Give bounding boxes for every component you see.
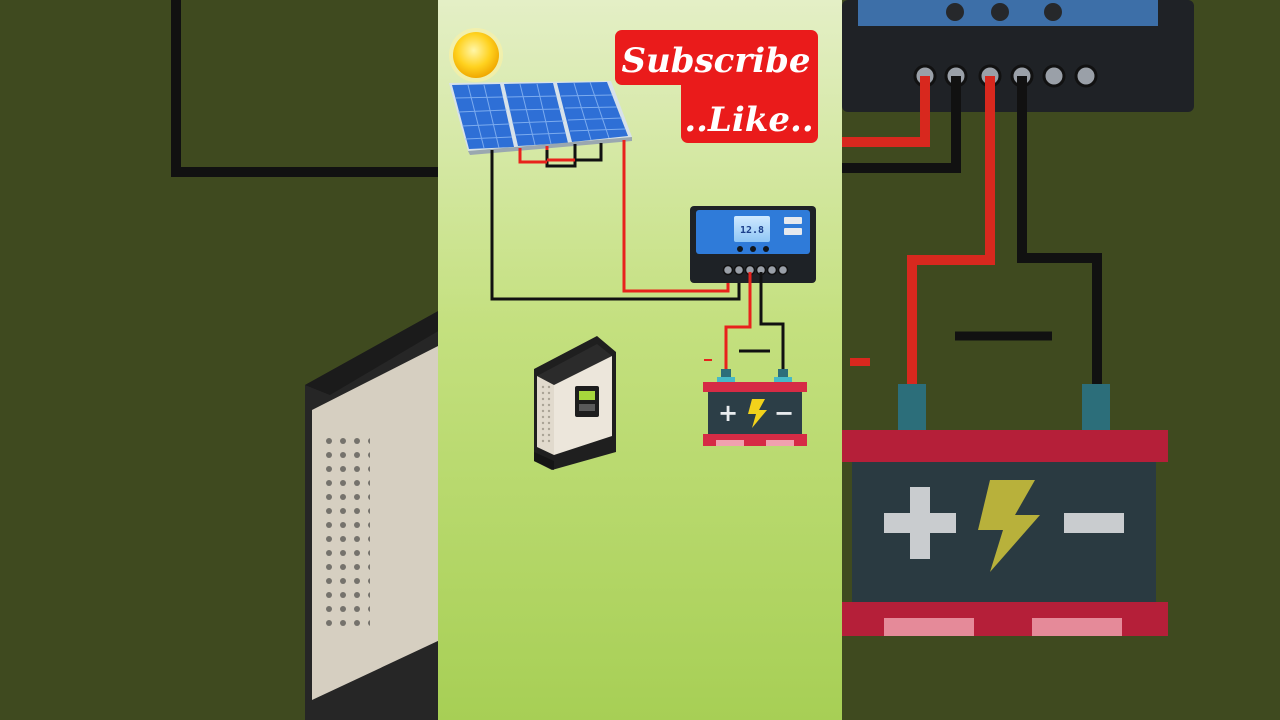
background-battery-terminal-negative xyxy=(1082,384,1110,430)
lightning-bolt-icon xyxy=(748,399,767,428)
solar-cell-array-1 xyxy=(452,84,514,149)
controller-lcd-value: 12.8 xyxy=(740,225,764,236)
shorts-frame: 12.8 xyxy=(438,0,842,720)
charge-controller-icon: 12.8 xyxy=(690,206,816,283)
wire-battery-positive xyxy=(724,272,752,370)
background-zoom-right xyxy=(842,0,1280,720)
panel-series-wiring xyxy=(518,143,603,168)
subscribe-text: Subscribe xyxy=(621,41,810,81)
background-battery-terminal-positive xyxy=(898,384,926,430)
background-wire-negative xyxy=(171,0,440,177)
solar-cell-array-2 xyxy=(504,83,568,146)
solar-cell-array-3 xyxy=(557,82,628,142)
battery-plus-symbol: + xyxy=(718,399,738,427)
like-banner xyxy=(681,85,818,143)
battery-terminal-positive xyxy=(721,369,731,383)
solar-panel-icon xyxy=(449,81,632,155)
usb-port-1 xyxy=(784,217,802,224)
controller-lcd xyxy=(734,216,770,242)
subscribe-banner xyxy=(615,30,818,85)
wire-battery-negative xyxy=(759,272,785,370)
battery-terminal-negative xyxy=(778,369,788,383)
like-text: ..Like.. xyxy=(684,100,813,140)
sun-icon xyxy=(449,28,503,82)
background-zoom-left xyxy=(0,0,440,720)
inverter-display xyxy=(575,386,599,417)
battery-icon: + − xyxy=(703,369,807,446)
usb-port-2 xyxy=(784,228,802,235)
battery-minus-symbol: − xyxy=(774,399,794,427)
subscribe-like-banner: Subscribe ..Like.. xyxy=(615,30,818,143)
inverter-icon xyxy=(534,336,616,470)
background-battery xyxy=(842,430,1168,462)
wire-panel-negative xyxy=(490,150,741,301)
